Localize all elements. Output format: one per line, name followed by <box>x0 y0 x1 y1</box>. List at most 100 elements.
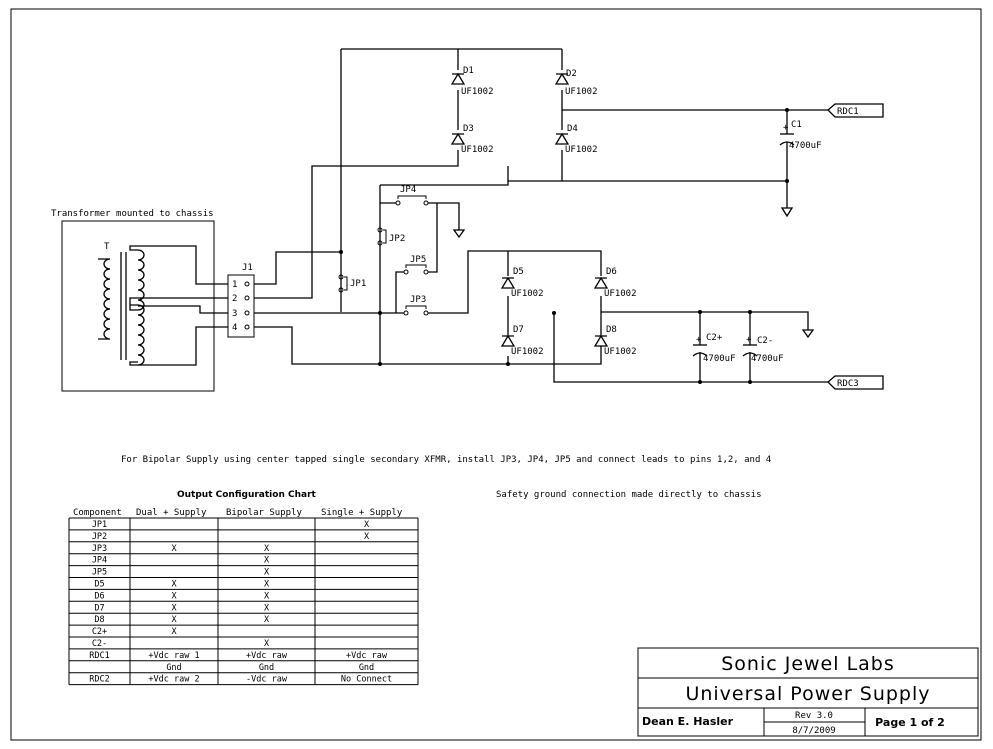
sheet-border <box>10 8 982 741</box>
chart-row-component: JP1 <box>92 520 107 530</box>
secondary-winding-2 <box>137 304 145 366</box>
d1-part: UF1002 <box>461 87 494 97</box>
chart-cell: X <box>171 591 177 601</box>
chart-row-component: C2+ <box>92 627 107 637</box>
chart-row-component: D7 <box>94 603 104 613</box>
chart-cell: +Vdc raw 1 <box>148 651 199 661</box>
transformer-ref: T <box>104 242 110 252</box>
svg-text:+: + <box>696 335 702 345</box>
chart-cell: X <box>264 544 270 554</box>
chart-cell: X <box>364 532 370 542</box>
diode-d4: D4 UF1002 <box>554 124 598 155</box>
port-rdc3: RDC3 <box>827 375 884 390</box>
c1-value: 4700uF <box>789 141 822 151</box>
chart-row-component: D8 <box>94 615 104 625</box>
secondary-leads <box>129 245 228 366</box>
diode-d8: D8 UF1002 <box>593 325 637 357</box>
chart-row-component: D6 <box>94 591 104 601</box>
capacitor-c2-plus: + C2+ 4700uF <box>692 333 736 364</box>
c2m-ref: C2- <box>757 336 773 346</box>
chart-row-component: D5 <box>94 580 104 590</box>
chart-row-component: RDC2 <box>89 675 109 685</box>
revision: Rev 3.0 <box>795 711 833 721</box>
d8-part: UF1002 <box>604 347 637 357</box>
rdc1-label: RDC1 <box>837 107 859 117</box>
j1-pin-2: 2 <box>232 294 237 304</box>
svg-text:+: + <box>746 335 752 345</box>
d2-ref: D2 <box>566 69 577 79</box>
chart-cell: +Vdc raw <box>246 651 288 661</box>
chart-cell: -Vdc raw <box>246 675 288 685</box>
j1-pin-4: 4 <box>232 323 237 333</box>
author-name: Dean E. Hasler <box>642 715 734 728</box>
chart-row-component: JP2 <box>92 532 107 542</box>
chart-cell: X <box>264 556 270 566</box>
revision-date: 8/7/2009 <box>792 726 835 736</box>
chart-cell: Gnd <box>166 663 181 673</box>
transformer-label: Transformer mounted to chassis <box>51 209 214 219</box>
jp3-ref: JP3 <box>410 295 426 305</box>
capacitor-c1: + C1 4700uF <box>779 120 822 153</box>
transformer: Transformer mounted to chassis T <box>51 209 228 392</box>
chart-row-component: JP5 <box>92 568 107 578</box>
jp1-ref: JP1 <box>350 279 366 289</box>
d4-ref: D4 <box>567 124 578 134</box>
title-block: Sonic Jewel Labs Universal Power Supply … <box>637 647 979 737</box>
diode-d2: D2 UF1002 <box>554 69 598 97</box>
drawing-title: Universal Power Supply <box>685 683 930 705</box>
chart-header-0: Component <box>73 508 122 518</box>
chart-row-component: C2- <box>92 639 107 649</box>
rdc3-label: RDC3 <box>837 379 859 389</box>
c1-ref: C1 <box>791 120 802 130</box>
j1-pin-3: 3 <box>232 309 237 319</box>
chart-header-1: Dual + Supply <box>136 508 207 518</box>
c2p-ref: C2+ <box>706 333 723 343</box>
chart-cell: Gnd <box>259 663 274 673</box>
chart-cell: No Connect <box>341 675 392 685</box>
wiring <box>254 48 828 384</box>
d2-part: UF1002 <box>565 87 598 97</box>
jumper-jp4: JP4 <box>395 185 429 206</box>
jumper-jp5: JP5 <box>403 255 429 275</box>
safety-note: Safety ground connection made directly t… <box>496 490 762 500</box>
chart-cell: X <box>264 591 270 601</box>
chart-header-3: Single + Supply <box>321 508 403 518</box>
chart-cell: X <box>171 627 177 637</box>
transformer-enclosure <box>61 220 215 392</box>
chart-cell: X <box>264 580 270 590</box>
chart-cell: X <box>264 568 270 578</box>
page-number: Page 1 of 2 <box>875 716 945 729</box>
chart-cell: Gnd <box>359 663 374 673</box>
chart-cell: X <box>264 603 270 613</box>
chart-cell: X <box>171 615 177 625</box>
port-rdc1: RDC1 <box>827 103 884 118</box>
d4-part: UF1002 <box>565 145 598 155</box>
chart-cell: X <box>364 520 370 530</box>
config-chart: Output Configuration Chart Component Dua… <box>68 490 419 686</box>
jumper-jp2: JP2 <box>377 227 405 246</box>
diode-d3: D3 UF1002 <box>450 124 494 155</box>
jp4-ref: JP4 <box>400 185 416 195</box>
d8-ref: D8 <box>606 325 617 335</box>
secondary-winding-1 <box>137 249 145 311</box>
j1-pin-1: 1 <box>232 280 237 290</box>
jumper-jp3: JP3 <box>403 295 429 316</box>
jp5-ref: JP5 <box>410 255 426 265</box>
jp2-ref: JP2 <box>389 234 405 244</box>
d7-ref: D7 <box>513 325 524 335</box>
d3-ref: D3 <box>463 124 474 134</box>
j1-ref: J1 <box>242 263 253 273</box>
chart-row-component: RDC1 <box>89 651 109 661</box>
bipolar-note: For Bipolar Supply using center tapped s… <box>121 455 771 465</box>
config-chart-title: Output Configuration Chart <box>177 490 317 500</box>
chart-row-component: JP3 <box>92 544 107 554</box>
d1-ref: D1 <box>463 66 474 76</box>
diode-d6: D6 UF1002 <box>593 267 637 299</box>
diode-d1: D1 UF1002 <box>450 66 494 97</box>
svg-text:+: + <box>783 123 789 133</box>
chart-row-component: JP4 <box>92 556 107 566</box>
diode-d5: D5 UF1002 <box>500 267 544 299</box>
d6-part: UF1002 <box>604 289 637 299</box>
connector-j1: J1 1 2 3 4 <box>227 263 255 338</box>
